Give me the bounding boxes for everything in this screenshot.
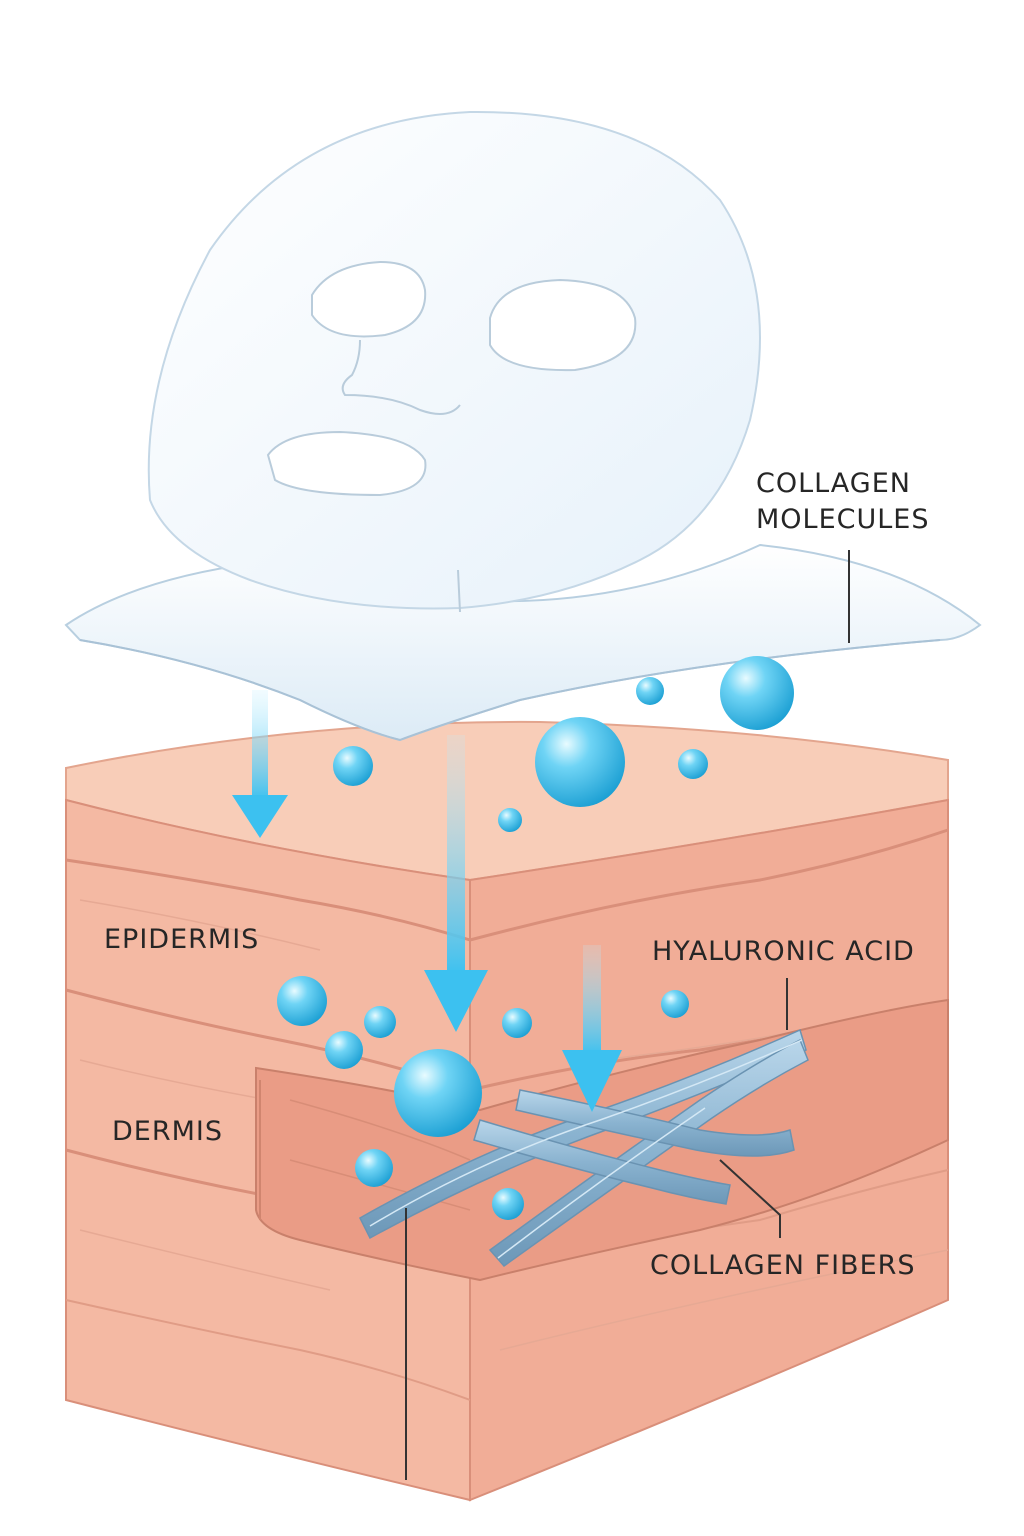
down-arrow-icon bbox=[424, 735, 488, 1032]
leader-line-collagen-fibers bbox=[719, 1159, 781, 1238]
molecule-sphere-icon bbox=[661, 990, 689, 1018]
molecule-sphere-icon bbox=[355, 1149, 393, 1187]
mask-face bbox=[147, 110, 761, 610]
collagen-fiber-icon bbox=[515, 1089, 795, 1157]
label-collagen-molecules-line2: MOLECULES bbox=[756, 504, 930, 535]
label-collagen-molecules: COLLAGEN MOLECULES bbox=[756, 466, 930, 538]
mask-mouth-hole bbox=[266, 430, 427, 497]
molecule-sphere-icon bbox=[325, 1031, 363, 1069]
molecule-sphere-icon bbox=[394, 1049, 482, 1137]
molecule-sphere-icon bbox=[364, 1006, 396, 1038]
molecule-sphere-icon bbox=[492, 1188, 524, 1220]
label-hyaluronic-acid: HYALURONIC ACID bbox=[652, 936, 915, 967]
mask-left-eye-hole bbox=[311, 260, 427, 338]
leader-lines bbox=[405, 550, 850, 1480]
sheet-mask-icon bbox=[64, 110, 982, 742]
molecule-sphere-icon bbox=[502, 1008, 532, 1038]
molecule-sphere-icon bbox=[277, 976, 327, 1026]
mask-nose bbox=[341, 339, 461, 415]
down-arrow-icon bbox=[232, 690, 288, 838]
mask-right-eye-hole bbox=[489, 278, 637, 372]
molecule-sphere-icon bbox=[498, 808, 522, 832]
label-epidermis: EPIDERMIS bbox=[104, 924, 260, 955]
label-collagen-fibers: COLLAGEN FIBERS bbox=[650, 1250, 916, 1281]
molecule-sphere-icon bbox=[636, 677, 664, 705]
molecules bbox=[277, 656, 794, 1220]
collagen-fiber-icon bbox=[473, 1119, 731, 1205]
label-dermis: DERMIS bbox=[112, 1116, 224, 1147]
molecule-sphere-icon bbox=[333, 746, 373, 786]
collagen-fibers bbox=[359, 1028, 809, 1268]
skin-block bbox=[65, 720, 949, 1502]
molecule-sphere-icon bbox=[720, 656, 794, 730]
down-arrow-icon bbox=[562, 945, 622, 1112]
label-collagen-molecules-line1: COLLAGEN bbox=[756, 468, 911, 499]
molecule-sphere-icon bbox=[678, 749, 708, 779]
molecule-sphere-icon bbox=[535, 717, 625, 807]
penetration-arrows bbox=[232, 690, 622, 1112]
